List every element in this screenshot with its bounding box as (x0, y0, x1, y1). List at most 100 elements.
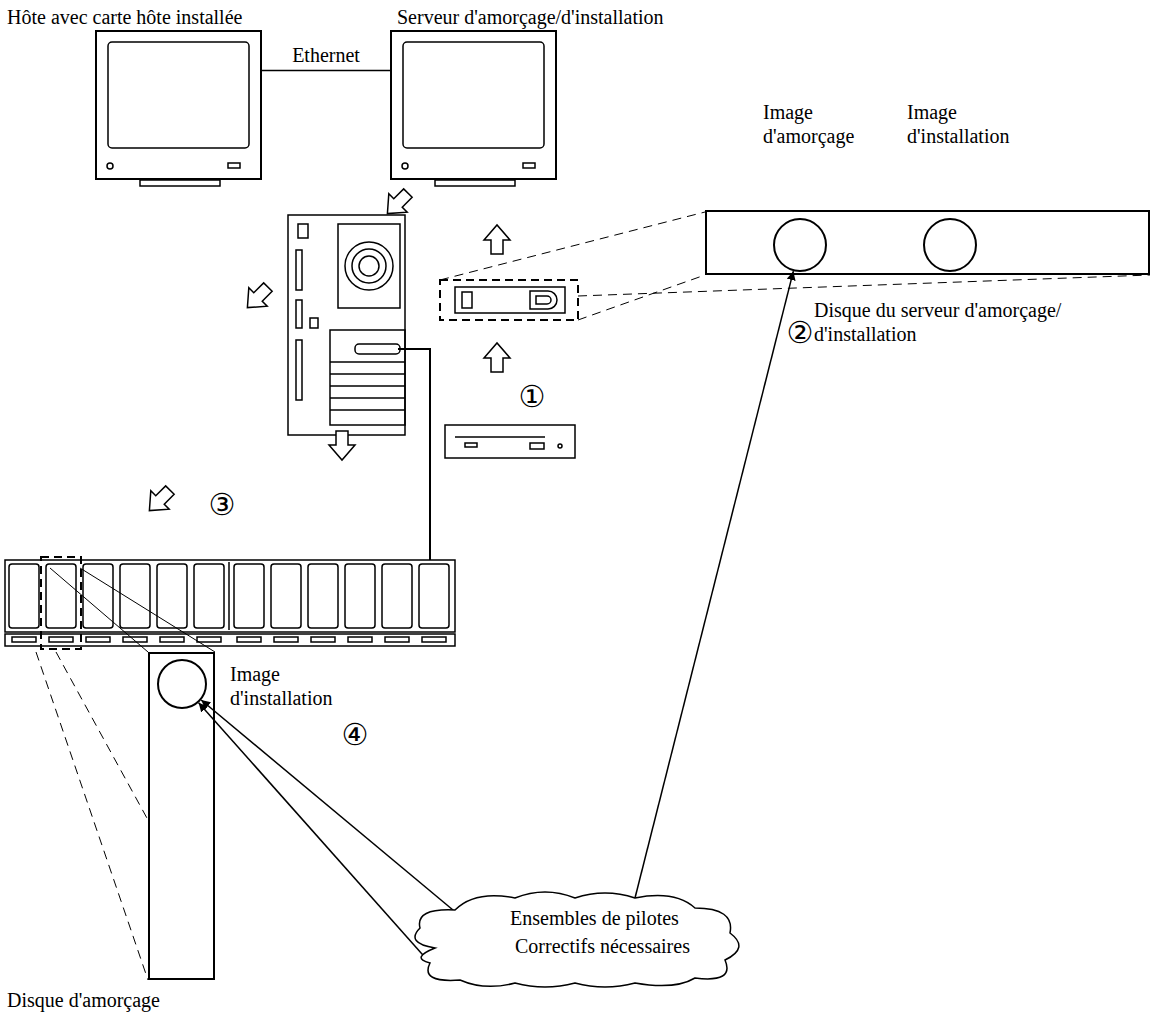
card-slot (330, 385, 405, 387)
drive-bay (308, 564, 338, 628)
node-text: Disque d'amorçage (7, 988, 160, 1012)
tower-slot (296, 250, 302, 290)
install-image: Image d'installation (157, 659, 207, 709)
patch-cloud: Ensembles de pilotesCorrectifs nécessair… (405, 888, 750, 988)
card-slot (330, 409, 405, 411)
bay-tag (86, 637, 110, 642)
card-slot (330, 373, 405, 375)
flow-arrow (238, 278, 277, 317)
dashed-frame (41, 557, 81, 649)
card-slot (330, 361, 405, 363)
zoom-lines (36, 568, 215, 980)
flow-arrow (484, 343, 510, 372)
zoom-line (50, 568, 148, 652)
circle-outline (158, 660, 206, 708)
bay-tag (422, 637, 446, 642)
callout-number: ① (519, 381, 546, 413)
cd-hole (558, 444, 562, 448)
flow-arrow (140, 481, 179, 520)
callout-number: ③ (209, 489, 236, 521)
projection-line (440, 212, 705, 280)
power-button (107, 163, 113, 169)
bay-tag (49, 637, 73, 642)
scsi-cable (398, 349, 430, 560)
cd-body (445, 425, 575, 458)
monitor-screen (108, 42, 249, 148)
connector-label: Ethernet (290, 44, 362, 66)
bay-tag (385, 637, 409, 642)
array-base (5, 634, 455, 646)
bay-tag (348, 637, 372, 642)
circle-outline (773, 218, 827, 272)
server-disk-drive (440, 280, 578, 320)
cloud-outline (415, 892, 739, 987)
connector (199, 703, 430, 963)
bay-tag (197, 637, 221, 642)
drive-bay (345, 564, 375, 628)
circle-outline (924, 219, 976, 271)
zoom-line (56, 652, 148, 820)
tower-button (298, 224, 308, 238)
cd-led (465, 443, 477, 447)
node-text: Image d'amorçage (763, 100, 878, 148)
zoom-line (80, 568, 215, 652)
array-case (5, 560, 455, 632)
node-text: Ensembles de pilotes (510, 906, 679, 930)
card-bay (330, 330, 405, 425)
callout-number: ④ (342, 719, 369, 751)
bay-tag (237, 637, 261, 642)
dashed-frame (440, 280, 578, 320)
node-text: Image d'installation (230, 662, 355, 710)
monitor-base (140, 180, 220, 186)
tower-port (310, 318, 318, 328)
connector (635, 271, 793, 898)
callout-number: ② (787, 317, 814, 349)
node-text: Disque du serveur d'amorçage/ d'installa… (814, 298, 1144, 346)
server-monitor-detail (402, 42, 544, 186)
zoom-line (36, 652, 148, 980)
card-slot (330, 397, 405, 399)
flow-arrow (329, 431, 355, 460)
connector (262, 70, 390, 72)
disk-array (5, 557, 455, 649)
disk-handle (536, 296, 551, 304)
power-button (402, 163, 408, 169)
flow-arrow (378, 184, 417, 223)
monitor-button (228, 163, 240, 168)
host-monitor-detail (107, 42, 249, 186)
disk-handle (530, 291, 557, 309)
array-divider (228, 562, 230, 630)
drive-bay (194, 564, 224, 628)
bay-tag (311, 637, 335, 642)
bay-tag (160, 637, 184, 642)
connector (201, 700, 453, 910)
fan (352, 249, 386, 283)
boot-disk: Disque d'amorçageImage d'installation (148, 652, 215, 980)
circle-outline (157, 659, 207, 709)
cd-drive (445, 425, 575, 458)
tower-case (288, 215, 405, 435)
node-text: Hôte avec carte hôte installée (7, 5, 242, 29)
server-disk: Disque du serveur d'amorçage/ d'installa… (705, 210, 1150, 275)
tower-slot (296, 340, 302, 400)
node-text: Image d'installation (907, 100, 1037, 148)
drive-bay (234, 564, 264, 628)
cd-button (530, 443, 544, 449)
fan-panel (338, 224, 400, 308)
monitor-button (523, 163, 535, 168)
bay-tag (12, 637, 36, 642)
projection-line (578, 275, 705, 320)
circle-outline (923, 218, 977, 272)
tower-slot (296, 300, 302, 328)
circle-outline (774, 219, 826, 271)
tower-computer (288, 215, 405, 435)
drive-bay (46, 564, 76, 628)
fan (345, 242, 393, 290)
host-card (355, 344, 400, 354)
disk-latch (462, 292, 472, 308)
fan (359, 256, 379, 276)
node-text: Correctifs nécessaires (515, 934, 690, 958)
